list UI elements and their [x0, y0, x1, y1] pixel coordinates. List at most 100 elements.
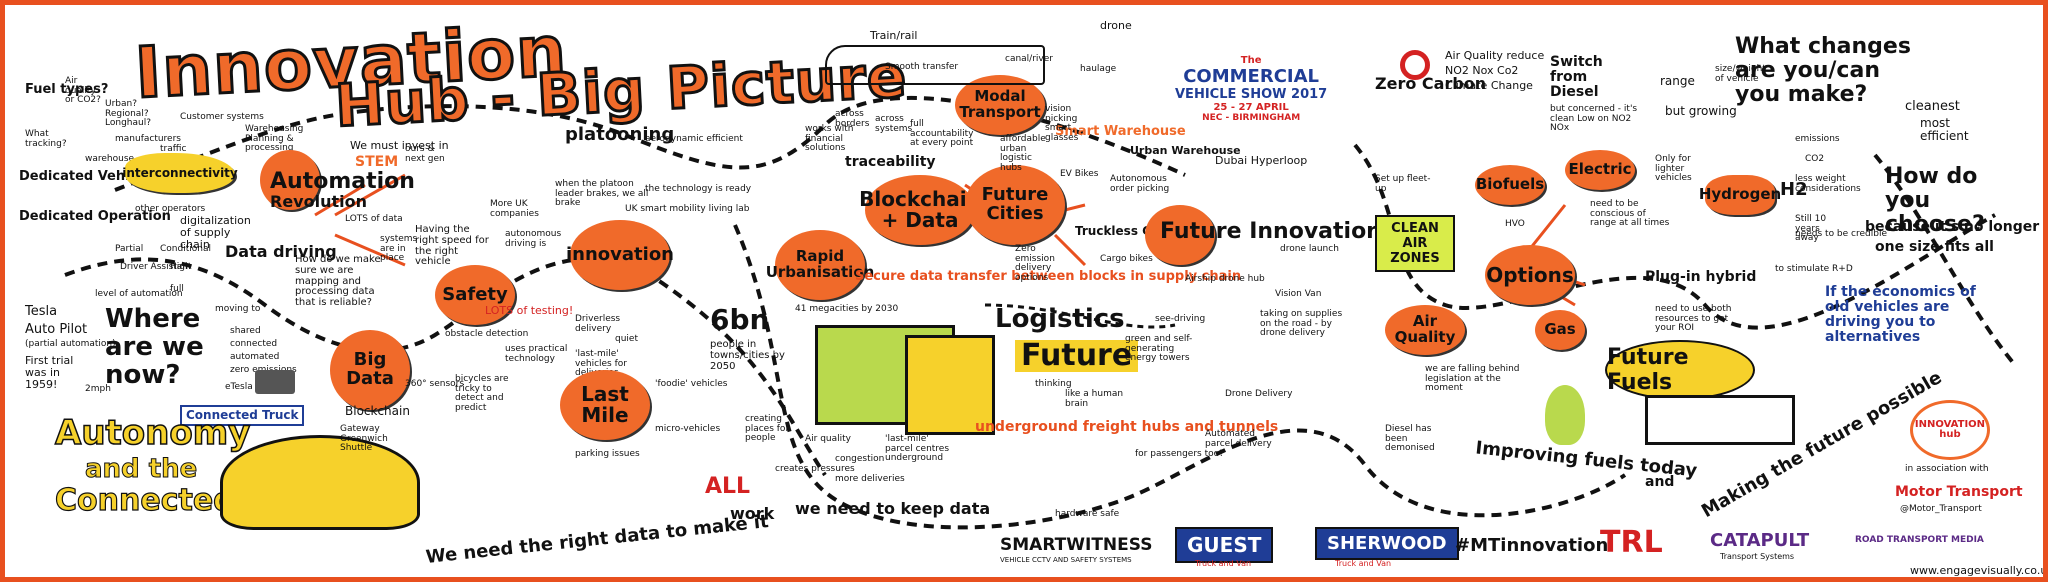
modal-transport-label: Modal Transport [959, 87, 1041, 121]
green-energy-note: green and self-generating energy towers [1125, 334, 1193, 364]
future-cities-label: Future Cities [981, 184, 1049, 224]
parking-note: parking issues [575, 449, 640, 459]
next-gen-label: ours & next gen [405, 144, 445, 164]
platooning-label: platooning [565, 124, 675, 145]
trl-logo: TRL [1600, 525, 1663, 560]
blockchain-data-node: Blockchain + Data [859, 175, 981, 245]
see-driving-note: see-driving [1155, 314, 1206, 324]
size-weight-label: size/weight of vehicle [1715, 64, 1766, 84]
vision-picking-note: vision picking smart glasses [1045, 104, 1079, 144]
modal-transport-node: Modal Transport [955, 75, 1045, 135]
traffic-label: traffic [160, 144, 187, 154]
micro-vehicles-note: micro-vehicles [655, 424, 721, 434]
both-resources-note: need to use both resources to get your R… [1655, 304, 1732, 334]
sherwood-logo: SHERWOOD [1315, 527, 1459, 560]
economics-note: If the economics of old vehicles are dri… [1825, 284, 1976, 346]
safety-label: Safety [442, 283, 508, 305]
co2-label: CO2 [1805, 154, 1825, 164]
hvo-label: HVO [1505, 219, 1525, 229]
bicycles-note: bicycles are tricky to detect and predic… [455, 374, 509, 414]
autonomy-heading: Autonomy [54, 413, 251, 453]
data-driving-label: Data driving [225, 242, 337, 261]
quiet-note: quiet [615, 334, 638, 344]
road-transport-media-logo: ROAD TRANSPORT MEDIA [1855, 535, 1984, 545]
less-weight-note: less weight considerations [1795, 174, 1861, 194]
credible-note: needs to be credible [1795, 229, 1887, 239]
innovation-node: innovation [566, 220, 674, 290]
sensors-note: 360° sensors [405, 379, 465, 389]
accountability-note: full accountability at every point [910, 119, 974, 149]
cv-show-venue: NEC - BIRMINGHAM [1202, 113, 1301, 123]
for-passengers-note: for passengers too? [1135, 449, 1224, 459]
smooth-transfer-label: Smooth transfer [885, 62, 959, 72]
footprint-icon [1545, 385, 1585, 445]
logistics-heading: Logistics [995, 304, 1125, 334]
first-trial-note: First trial was in 1959! [25, 354, 74, 391]
tech-ready-note: the technology is ready [645, 184, 752, 194]
rapid-urbanisation-label: Rapid Urbanisation [765, 247, 875, 281]
innovation-hub-label: INNOVATION hub [1914, 418, 1986, 440]
electric-node: Electric [1565, 150, 1635, 190]
interconnectivity-burst: interconnectivity [122, 153, 238, 193]
lighter-vehicles-note: Only for lighter vehicles [1655, 154, 1692, 184]
climate-change-label: Climate Change [1445, 79, 1533, 92]
right-speed-note: Having the right speed for the right veh… [415, 224, 489, 268]
airship-hub-note: Airship drone hub [1185, 274, 1265, 284]
range-conscious-note: need to be conscious of range at all tim… [1590, 199, 1670, 229]
ev-bikes-note: EV Bikes [1060, 169, 1099, 179]
in-association-label: in association with [1905, 464, 1989, 474]
interconnectivity-label: interconnectivity [122, 165, 238, 180]
towns-cities-note: people in towns/cities by 2050 [710, 339, 785, 372]
future-heading: Future [1015, 339, 1139, 373]
keep-data-safe-label: we need to keep data [795, 499, 991, 518]
megacities-note: 41 megacities by 2030 [795, 304, 899, 314]
automated-parcel-note: Automated parcel delivery [1205, 429, 1272, 449]
air-quality-question: Air quality or CO2? [65, 76, 101, 106]
and-label: and [1645, 474, 1675, 490]
underground-parcel-note: 'last-mile' parcel centres underground [885, 434, 950, 464]
most-efficient-label: most efficient [1920, 116, 1969, 143]
smartwitness-logo: SMARTWITNESS [1000, 535, 1153, 555]
big-data-node: Big Data [330, 330, 410, 410]
target-icon [1400, 50, 1430, 80]
thinking-note: thinking [1035, 379, 1072, 389]
connected-truck-badge: Connected Truck [180, 405, 305, 426]
innovation-hub-badge: INNOVATION hub [1910, 400, 1990, 460]
h2-label: H2 [1780, 179, 1808, 200]
gas-label: Gas [1544, 320, 1576, 339]
one-size-label: one size fits all [1875, 239, 1994, 255]
innovation-label: innovation [566, 243, 674, 265]
catapult-logo: CATAPULT [1710, 530, 1810, 551]
manufacturers-label: manufacturers [115, 134, 181, 144]
across-systems-note: across systems [875, 114, 913, 134]
gas-node: Gas [1535, 310, 1585, 350]
future-cities-node: Future Cities [965, 165, 1065, 245]
air-quality-node: Air Quality [1385, 305, 1465, 355]
big-data-label: Big Data [346, 349, 394, 389]
options-label: Options [1486, 262, 1574, 287]
haulage-label: haulage [1080, 64, 1117, 74]
biofuels-node: Biofuels [1475, 165, 1545, 205]
range-label: range [1660, 74, 1695, 88]
what-changes-heading: What changes are you/can you make? [1735, 34, 1911, 107]
catapult-subtitle: Transport Systems [1720, 552, 1795, 561]
what-tracking-question: What tracking? [25, 129, 67, 149]
safety-node: Safety [435, 265, 515, 325]
smartwitness-subtitle: VEHICLE CCTV AND SAFETY SYSTEMS [1000, 556, 1132, 564]
traceability-label: traceability [845, 154, 936, 170]
obstacle-detection-note: obstacle detection [445, 329, 529, 339]
air-quality-center-note: Air quality [805, 434, 852, 444]
we-must-invest-label: We must invest in [350, 139, 449, 152]
population-figure: 6bn [710, 303, 770, 336]
automation-heading: Automation [270, 169, 415, 194]
work-label: work [730, 504, 775, 523]
autonomous-car-icon [220, 435, 420, 530]
concerned-note: but concerned - it's clean Low on NO2 NO… [1550, 104, 1638, 134]
last-mile-node: Last Mile [560, 370, 650, 440]
biofuels-label: Biofuels [1475, 175, 1545, 194]
driverless-delivery-note: Driverless delivery [575, 314, 621, 334]
lots-of-data-label: LOTS of data [345, 214, 403, 224]
all-label: ALL [705, 474, 751, 499]
stimulate-note: to stimulate R+D [1775, 264, 1853, 274]
ten-years-note: Still 10 years away [1795, 214, 1827, 244]
